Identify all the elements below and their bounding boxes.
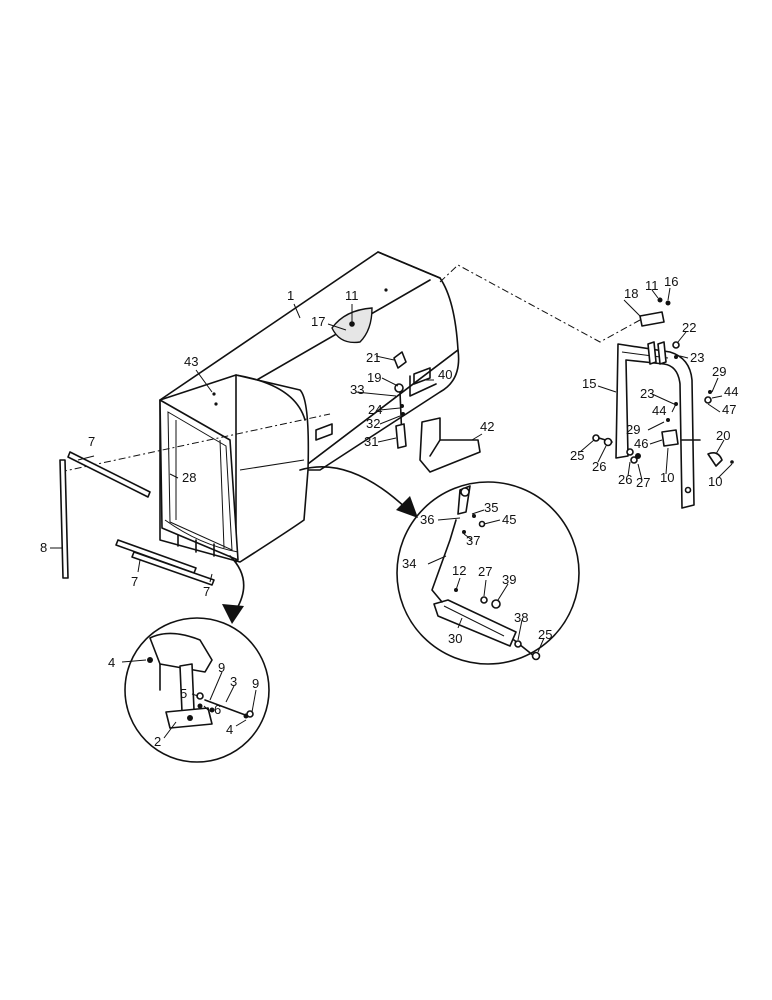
callout-2: 2 bbox=[154, 734, 161, 749]
callout-10-left: 10 bbox=[660, 470, 674, 485]
callout-29-mid: 29 bbox=[626, 422, 640, 437]
callout-20: 20 bbox=[716, 428, 730, 443]
callout-24: 24 bbox=[368, 402, 382, 417]
callout-25-detail: 25 bbox=[538, 627, 552, 642]
callout-26-left: 26 bbox=[592, 459, 606, 474]
callout-34: 34 bbox=[402, 556, 416, 571]
callout-7-right: 7 bbox=[203, 584, 210, 599]
callout-15: 15 bbox=[582, 376, 596, 391]
callout-5: 5 bbox=[180, 686, 187, 701]
callout-46: 46 bbox=[634, 436, 648, 451]
callout-11-frame: 11 bbox=[645, 278, 659, 293]
callout-22: 22 bbox=[682, 320, 696, 335]
callout-44-mid: 44 bbox=[652, 403, 666, 418]
side-slot bbox=[315, 423, 333, 441]
detail-left-boundary bbox=[124, 617, 270, 763]
callout-labels: 1 11 17 43 7 28 8 7 7 21 19 33 40 24 32 … bbox=[40, 274, 738, 749]
rods bbox=[59, 451, 215, 586]
callout-27-frame: 27 bbox=[636, 475, 650, 490]
callout-43: 43 bbox=[184, 354, 198, 369]
callout-9-right: 9 bbox=[252, 676, 259, 691]
hinge-46 bbox=[661, 429, 679, 447]
canopy-side-panel bbox=[299, 349, 460, 471]
arrow-to-right-detail bbox=[299, 466, 409, 511]
latch-21 bbox=[393, 351, 407, 369]
callout-38: 38 bbox=[514, 610, 528, 625]
callout-23-mid: 23 bbox=[640, 386, 654, 401]
callout-18: 18 bbox=[624, 286, 638, 301]
callout-32: 32 bbox=[366, 416, 380, 431]
callout-11-roof: 11 bbox=[345, 288, 359, 303]
callout-12: 12 bbox=[452, 563, 466, 578]
block-42 bbox=[419, 417, 481, 473]
callout-36: 36 bbox=[420, 512, 434, 527]
callout-7-left: 7 bbox=[131, 574, 138, 589]
callout-23-top: 23 bbox=[690, 350, 704, 365]
callout-25-frame: 25 bbox=[570, 448, 584, 463]
latch-assembly bbox=[393, 351, 481, 473]
latch-31 bbox=[395, 423, 407, 449]
callout-19: 19 bbox=[367, 370, 381, 385]
rod-7-top bbox=[67, 451, 151, 498]
callout-39: 39 bbox=[502, 572, 516, 587]
callout-10-right: 10 bbox=[708, 474, 722, 489]
rear-frame bbox=[592, 297, 734, 509]
callout-29-top: 29 bbox=[712, 364, 726, 379]
callout-9-left: 9 bbox=[218, 660, 225, 675]
callout-45: 45 bbox=[502, 512, 516, 527]
detail-right-boundary bbox=[396, 481, 580, 665]
callout-31: 31 bbox=[364, 434, 378, 449]
canopy-top-edge bbox=[235, 279, 431, 393]
callout-26-right: 26 bbox=[618, 472, 632, 487]
bracket-20 bbox=[707, 452, 723, 467]
callout-21: 21 bbox=[366, 350, 380, 365]
rod-7-bottom-b bbox=[131, 551, 215, 586]
callout-6: 6 bbox=[214, 702, 221, 717]
front-opening bbox=[159, 399, 239, 561]
callout-7-top: 7 bbox=[88, 434, 95, 449]
detail-circle-right bbox=[396, 481, 580, 665]
rod-34 bbox=[431, 519, 457, 603]
callout-4-bottom: 4 bbox=[226, 722, 233, 737]
callout-30: 30 bbox=[448, 631, 462, 646]
callout-35: 35 bbox=[484, 500, 498, 515]
callout-44-right: 44 bbox=[724, 384, 738, 399]
rod-8 bbox=[59, 459, 69, 579]
callout-4-top: 4 bbox=[108, 655, 115, 670]
pin-3 bbox=[204, 699, 249, 717]
callout-37: 37 bbox=[466, 533, 480, 548]
plate-18 bbox=[639, 311, 665, 327]
detail-circle-left bbox=[124, 617, 270, 763]
callout-33: 33 bbox=[350, 382, 364, 397]
callout-1: 1 bbox=[287, 288, 294, 303]
leader-lines bbox=[50, 287, 733, 739]
callout-42: 42 bbox=[480, 419, 494, 434]
callout-47: 47 bbox=[722, 402, 736, 417]
canopy-assembly bbox=[159, 251, 460, 563]
callout-28: 28 bbox=[182, 470, 196, 485]
callout-3: 3 bbox=[230, 674, 237, 689]
callout-8: 8 bbox=[40, 540, 47, 555]
assembly-centre-line bbox=[439, 264, 641, 343]
callout-27-detail: 27 bbox=[478, 564, 492, 579]
bracket-40 bbox=[409, 375, 437, 397]
callout-16: 16 bbox=[664, 274, 678, 289]
callout-17: 17 bbox=[311, 314, 325, 329]
callout-40: 40 bbox=[438, 367, 452, 382]
side-slot-2 bbox=[413, 367, 431, 385]
arrow-to-left-detail bbox=[229, 555, 245, 611]
